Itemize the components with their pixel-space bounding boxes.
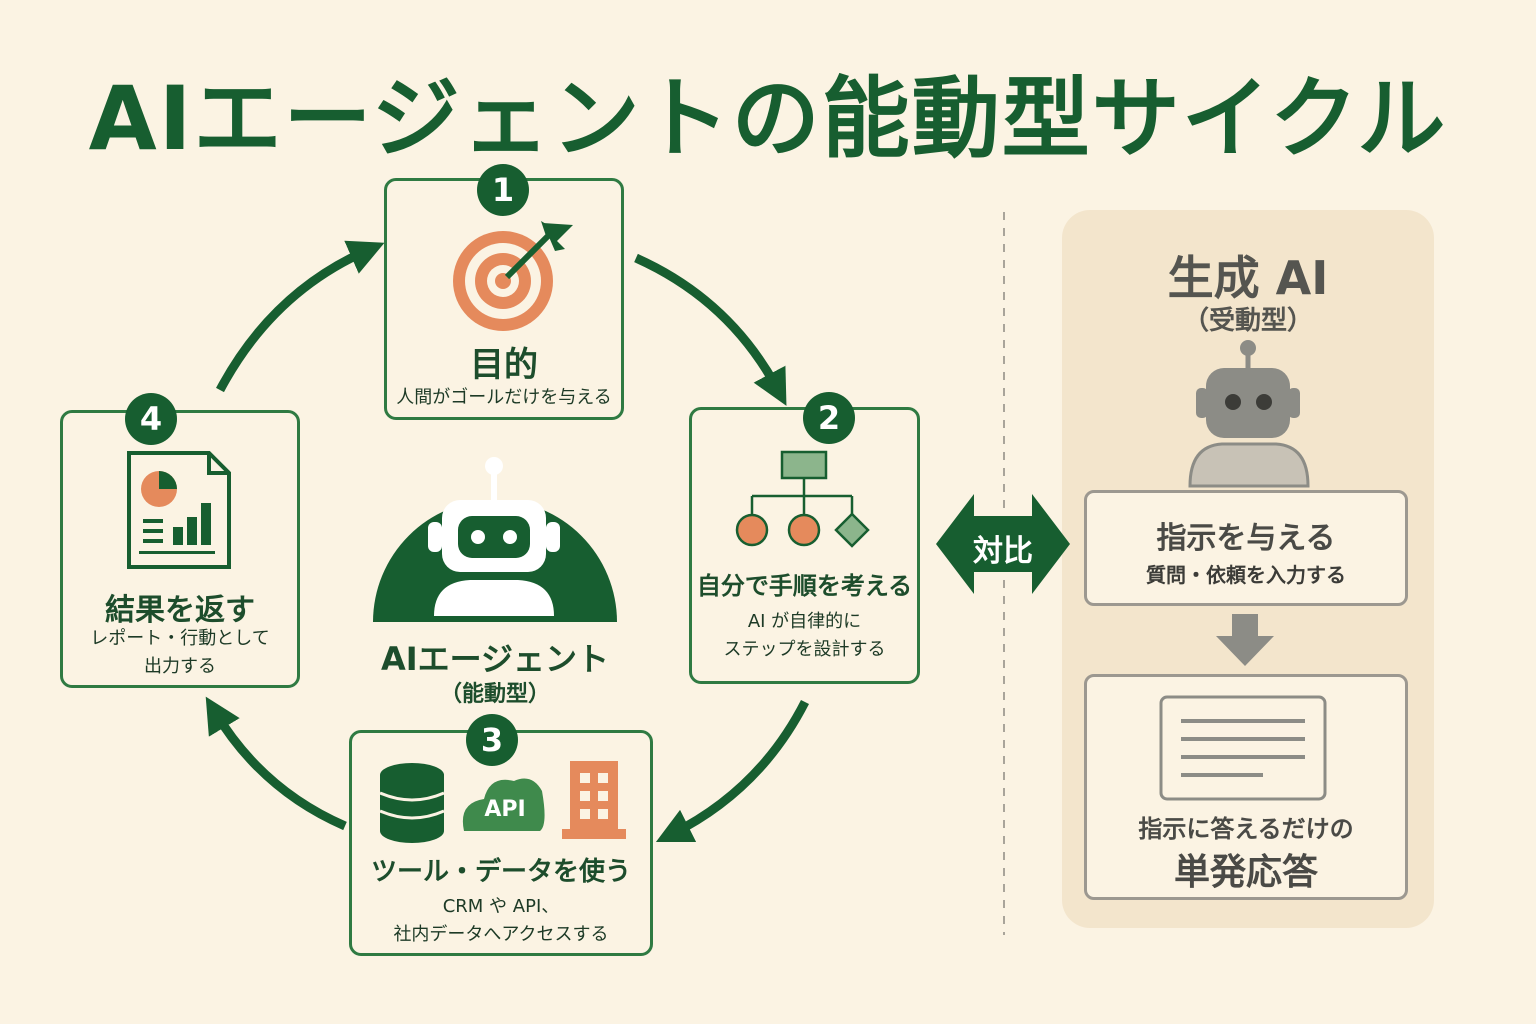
step-3-title: ツール・データを使う bbox=[370, 857, 631, 887]
cloud-icon bbox=[462, 778, 545, 831]
step-1-desc-line: 人間がゴールだけを与える bbox=[396, 387, 612, 408]
step-3-desc-line-1: CRM や API、 bbox=[442, 896, 560, 917]
agent-name: AIエージェント bbox=[380, 640, 610, 678]
step-4-desc: レポート・行動として 出力する bbox=[63, 625, 297, 681]
genai-box1-desc: 質問・依頼を入力する bbox=[1146, 563, 1346, 587]
arrow-1-to-2 bbox=[634, 253, 787, 406]
step-3-badge: 3 bbox=[466, 714, 518, 766]
step-1-badge: 1 bbox=[477, 164, 529, 216]
step-2-desc-line-2: ステップを設計する bbox=[723, 639, 886, 660]
step-1-desc: 人間がゴールだけを与える bbox=[387, 384, 621, 412]
step-1-title: 目的 bbox=[470, 345, 538, 385]
tools-icons bbox=[379, 761, 626, 843]
database-icon bbox=[379, 763, 445, 843]
arrow-3-to-4 bbox=[205, 696, 347, 831]
step-1-card: 目的 人間がゴールだけを与える bbox=[384, 178, 624, 420]
agent-type: （能動型） bbox=[439, 682, 550, 707]
arrow-2-to-3 bbox=[655, 699, 810, 843]
step-3-card: API ツール・データを使う CRM や API、 社内データへアクセスする bbox=[349, 730, 653, 956]
step-3-desc: CRM や API、 社内データへアクセスする bbox=[352, 893, 650, 949]
report-icon bbox=[127, 451, 231, 569]
step-2-desc-line-1: AI が自律的に bbox=[747, 611, 862, 632]
api-label: API bbox=[484, 797, 526, 822]
step-4-card: 結果を返す レポート・行動として 出力する bbox=[60, 410, 300, 688]
step-2-badge: 2 bbox=[803, 392, 855, 444]
genai-box2-line1: 指示に答えるだけの bbox=[1138, 815, 1354, 843]
target-icon bbox=[453, 221, 573, 331]
step-4-desc-line-1: レポート・行動として bbox=[90, 628, 270, 649]
flowchart-icon bbox=[735, 450, 870, 548]
step-3-desc-line-2: 社内データへアクセスする bbox=[393, 924, 609, 945]
step-4-desc-line-2: 出力する bbox=[144, 656, 216, 677]
building-icon bbox=[562, 761, 626, 839]
step-4-title: 結果を返す bbox=[105, 593, 255, 628]
arrow-4-to-1 bbox=[216, 240, 385, 393]
step-2-desc: AI が自律的に ステップを設計する bbox=[692, 608, 917, 664]
genai-output-box: 指示に答えるだけの 単発応答 bbox=[1084, 674, 1408, 900]
genai-box1-title: 指示を与える bbox=[1156, 521, 1336, 556]
document-icon bbox=[1159, 695, 1327, 801]
page-title: AIエージェントの能動型サイクル bbox=[88, 67, 1448, 170]
genai-input-box: 指示を与える 質問・依頼を入力する bbox=[1084, 490, 1408, 606]
step-4-badge: 4 bbox=[125, 393, 177, 445]
step-2-card: 自分で手順を考える AI が自律的に ステップを設計する bbox=[689, 407, 920, 684]
compare-label: 対比 bbox=[973, 534, 1033, 569]
genai-type: （受動型） bbox=[1182, 306, 1313, 336]
genai-box2-line2: 単発応答 bbox=[1173, 852, 1318, 893]
genai-title: 生成 AI bbox=[1167, 251, 1329, 305]
step-2-title: 自分で手順を考える bbox=[696, 572, 913, 600]
